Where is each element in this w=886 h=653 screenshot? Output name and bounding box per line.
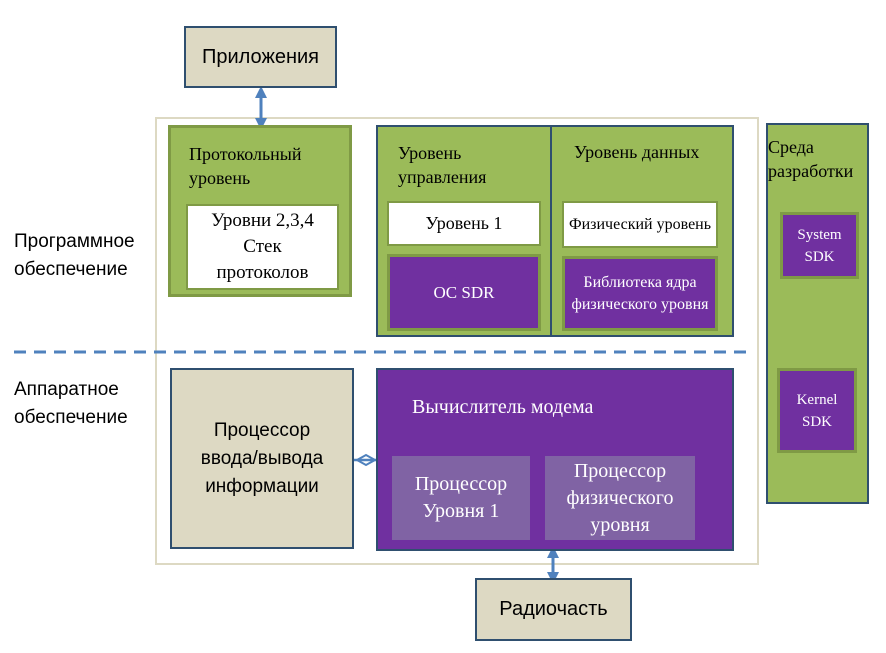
software-label: Программное обеспечение bbox=[14, 231, 135, 280]
level1-label: Уровень 1 bbox=[425, 213, 503, 233]
control-data-divider bbox=[550, 125, 552, 337]
level1-box: Уровень 1 bbox=[387, 201, 541, 246]
os-sdr-box: OC SDR bbox=[387, 254, 541, 331]
radio-label: Радиочасть bbox=[499, 598, 608, 620]
phys-library-box: Библиотека ядра физического уровня bbox=[562, 256, 718, 331]
kernel-sdk-label: Kernel SDK bbox=[796, 391, 838, 430]
applications-box: Приложения bbox=[184, 26, 337, 88]
radio-box: Радиочасть bbox=[475, 578, 632, 641]
system-sdk-box: System SDK bbox=[780, 212, 859, 279]
data-level-title: Уровень данных bbox=[574, 142, 700, 162]
proc-phys-label: Процессор физического уровня bbox=[566, 459, 674, 536]
io-modem-diamond bbox=[354, 453, 378, 467]
protocol-stack-box: Уровни 2,3,4 Стек протоколов bbox=[186, 204, 339, 290]
phys-library-label: Библиотека ядра физического уровня bbox=[571, 273, 709, 313]
control-level-title: Уровень управления bbox=[398, 143, 487, 187]
modem-box: Вычислитель модема Процессор Уровня 1 Пр… bbox=[376, 368, 734, 551]
io-processor-label: Процессор ввода/вывода информации bbox=[200, 419, 324, 497]
phys-level-label: Физический уровень bbox=[568, 216, 712, 233]
proc1-box: Процессор Уровня 1 bbox=[392, 456, 530, 540]
io-processor-box: Процессор ввода/вывода информации bbox=[170, 368, 354, 549]
dev-env-box: Среда разработки System SDK Kernel SDK bbox=[766, 123, 869, 504]
protocol-level-title: Протокольный уровень bbox=[189, 144, 302, 188]
applications-label: Приложения bbox=[201, 45, 319, 68]
protocol-stack-label: Уровни 2,3,4 Стек протоколов bbox=[211, 210, 314, 283]
system-frame bbox=[155, 117, 759, 565]
dev-env-title: Среда разработки bbox=[768, 137, 854, 181]
kernel-sdk-box: Kernel SDK bbox=[777, 368, 857, 453]
hardware-label: Аппаратное обеспечение bbox=[14, 379, 128, 428]
system-sdk-label: System SDK bbox=[797, 226, 842, 265]
proc-phys-box: Процессор физического уровня bbox=[545, 456, 695, 540]
modem-title: Вычислитель модема bbox=[412, 396, 594, 418]
os-sdr-label: OC SDR bbox=[433, 282, 495, 302]
protocol-level-box: Протокольный уровень Уровни 2,3,4 Стек п… bbox=[168, 125, 352, 297]
proc1-label: Процессор Уровня 1 bbox=[414, 473, 508, 522]
phys-level-box: Физический уровень bbox=[562, 201, 718, 248]
